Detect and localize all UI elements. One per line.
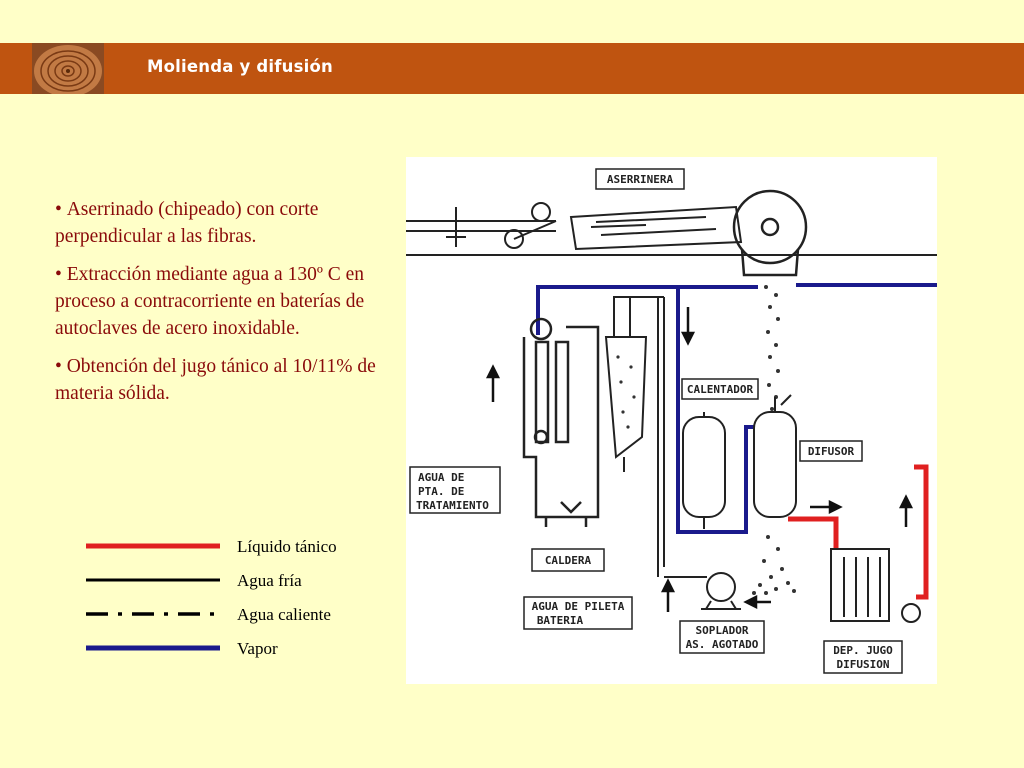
difusor-label: DIFUSOR (808, 445, 855, 458)
header-bar: Molienda y difusión (0, 43, 1024, 94)
caldera-label-box: CALDERA (531, 548, 605, 572)
soplador-label-1: SOPLADOR (696, 624, 749, 637)
cyclone-dust (616, 355, 636, 429)
aserrinera-label: ASERRINERA (607, 173, 674, 186)
bullet-item: Aserrinado (chipeado) con corte perpendi… (55, 196, 385, 250)
legend-item-agua-caliente: Agua caliente (86, 598, 386, 632)
agua-pileta-label-box: AGUA DE PILETA BATERIA (523, 596, 633, 630)
sawdust-stream (764, 285, 780, 411)
agua-pileta-label-1: AGUA DE PILETA (532, 600, 625, 613)
flow-arrows (485, 307, 914, 612)
soplador-label-2: AS. AGOTADO (686, 638, 759, 651)
bullet-list: Aserrinado (chipeado) con corte perpendi… (55, 196, 385, 418)
legend-swatch (86, 543, 220, 549)
diffuser (753, 394, 797, 518)
agua-pileta-label-2: BATERIA (537, 614, 584, 627)
agua-tratamiento-label-2: PTA. DE (418, 485, 464, 498)
cyclone (604, 296, 665, 577)
liquido-line (788, 464, 929, 600)
log (569, 205, 743, 251)
agua-tratamiento-label-3: TRATAMIENTO (416, 499, 489, 512)
agua-tratamiento-label-box: AGUA DE PTA. DE TRATAMIENTO (409, 466, 501, 514)
dep-jugo-label-box: DEP. JUGO DIFUSION (823, 640, 903, 674)
process-diagram: ASERRINERA (406, 157, 937, 684)
legend-label: Vapor (237, 639, 278, 658)
calentador-label-box: CALENTADOR (681, 378, 759, 400)
difusor-label-box: DIFUSOR (799, 440, 863, 462)
bullet-item: Extracción mediante agua a 130º C en pro… (55, 261, 385, 342)
legend-label: Agua fría (237, 571, 302, 590)
calentador-label: CALENTADOR (687, 383, 754, 396)
bullet-item: Obtención del jugo tánico al 10/11% de m… (55, 353, 385, 407)
spent-material (752, 535, 796, 595)
agua-tratamiento-label-1: AGUA DE (418, 471, 464, 484)
legend: Líquido tánico Agua fría Agua caliente V… (86, 530, 386, 670)
blower (664, 572, 741, 610)
legend-item-vapor: Vapor (86, 632, 386, 666)
dep-jugo-label-2: DIFUSION (837, 658, 890, 671)
legend-item-liquido: Líquido tánico (86, 530, 386, 564)
page-title: Molienda y difusión (147, 57, 333, 76)
caldera-label: CALDERA (545, 554, 592, 567)
aserrinera-label-box: ASERRINERA (595, 168, 685, 190)
dep-jugo-label-1: DEP. JUGO (833, 644, 893, 657)
legend-label: Agua caliente (237, 605, 331, 624)
legend-swatch (86, 645, 220, 651)
legend-label: Líquido tánico (237, 537, 337, 556)
soplador-label-box: SOPLADOR AS. AGOTADO (679, 620, 765, 654)
wood-log-logo (32, 43, 104, 94)
legend-item-agua-fria: Agua fría (86, 564, 386, 598)
conveyor (406, 202, 937, 256)
heater (682, 412, 726, 529)
legend-swatch (86, 612, 220, 616)
boiler (522, 317, 600, 527)
deposit-tank (830, 548, 921, 623)
saw-wheel (732, 189, 808, 277)
legend-swatch (86, 578, 220, 582)
